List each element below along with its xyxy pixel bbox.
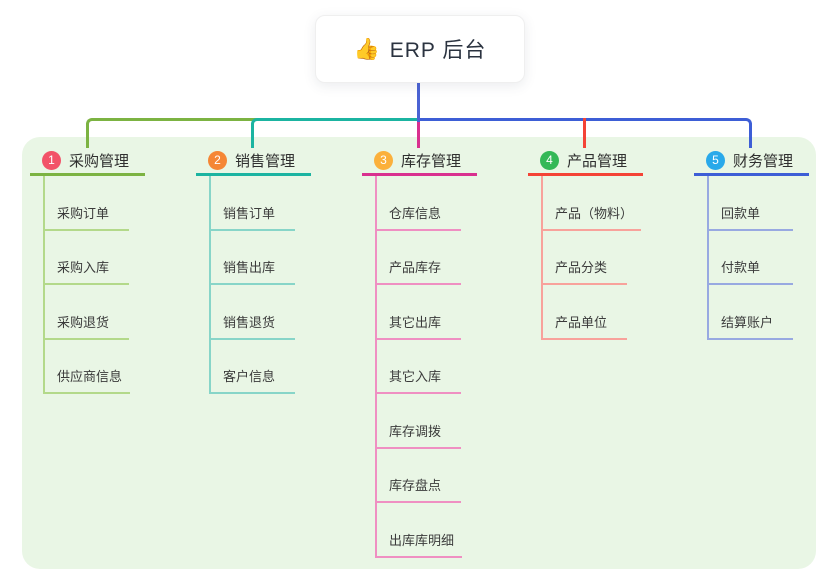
child-node[interactable]: 回款单 [709, 176, 793, 231]
child-node[interactable]: 销售订单 [211, 176, 295, 231]
branch-2-children: 销售订单 销售出库 销售退货 客户信息 [209, 176, 311, 394]
child-node[interactable]: 库存盘点 [377, 449, 461, 503]
child-node[interactable]: 产品库存 [377, 231, 461, 285]
thumbs-up-icon: 👍 [353, 37, 380, 61]
child-node[interactable]: 采购订单 [45, 176, 129, 231]
child-node[interactable]: 其它入库 [377, 340, 461, 394]
child-node[interactable]: 采购退货 [45, 285, 129, 340]
branch-sales: 2 销售管理 销售订单 销售出库 销售退货 客户信息 [196, 148, 311, 394]
branch-3-badge: 3 [374, 151, 393, 170]
branch-finance-header[interactable]: 5 财务管理 [694, 148, 809, 176]
branch-2-title: 销售管理 [235, 153, 296, 170]
branch-5-children: 回款单 付款单 结算账户 [707, 176, 809, 340]
branch-4-children: 产品（物料） 产品分类 产品单位 [541, 176, 643, 340]
branch-3-children: 仓库信息 产品库存 其它出库 其它入库 库存调拨 库存盘点 出库库明细 [375, 176, 477, 558]
root-title: ERP 后台 [389, 39, 487, 62]
child-node[interactable]: 产品（物料） [543, 176, 642, 231]
branch-5-title: 财务管理 [733, 153, 794, 170]
child-node[interactable]: 销售退货 [211, 285, 295, 340]
branch-3-title: 库存管理 [401, 153, 462, 170]
branch-purchase: 1 采购管理 采购订单 采购入库 采购退货 供应商信息 [30, 148, 145, 394]
child-node[interactable]: 结算账户 [709, 285, 793, 340]
branch-2-badge: 2 [208, 151, 227, 170]
branch-4-badge: 4 [540, 151, 559, 170]
branch-1-badge: 1 [42, 151, 61, 170]
child-node[interactable]: 供应商信息 [45, 340, 131, 394]
branch-product-header[interactable]: 4 产品管理 [528, 148, 643, 176]
child-node[interactable]: 付款单 [709, 231, 793, 285]
branch-1-title: 采购管理 [69, 153, 130, 170]
child-node[interactable]: 产品单位 [543, 285, 627, 340]
child-node[interactable]: 其它出库 [377, 285, 461, 340]
child-node[interactable]: 采购入库 [45, 231, 129, 285]
branch-5-badge: 5 [706, 151, 725, 170]
child-node[interactable]: 仓库信息 [377, 176, 461, 231]
connector-branch-2 [251, 118, 418, 148]
child-node[interactable]: 库存调拨 [377, 394, 461, 449]
branch-inventory-header[interactable]: 3 库存管理 [362, 148, 477, 176]
connector-branch-3 [417, 118, 420, 148]
branch-sales-header[interactable]: 2 销售管理 [196, 148, 311, 176]
branch-4-title: 产品管理 [567, 153, 628, 170]
branch-inventory: 3 库存管理 仓库信息 产品库存 其它出库 其它入库 库存调拨 库存盘点 出库库… [362, 148, 477, 558]
root-node[interactable]: 👍 ERP 后台 [315, 15, 525, 83]
branches-panel [22, 137, 816, 569]
branch-1-children: 采购订单 采购入库 采购退货 供应商信息 [43, 176, 145, 394]
branch-finance: 5 财务管理 回款单 付款单 结算账户 [694, 148, 809, 340]
root-drop-line [417, 83, 420, 122]
branch-purchase-header[interactable]: 1 采购管理 [30, 148, 145, 176]
connector-branch-4 [583, 118, 586, 148]
child-node[interactable]: 销售出库 [211, 231, 295, 285]
child-node[interactable]: 出库库明细 [377, 503, 463, 558]
branch-product: 4 产品管理 产品（物料） 产品分类 产品单位 [528, 148, 643, 340]
child-node[interactable]: 客户信息 [211, 340, 295, 394]
child-node[interactable]: 产品分类 [543, 231, 627, 285]
